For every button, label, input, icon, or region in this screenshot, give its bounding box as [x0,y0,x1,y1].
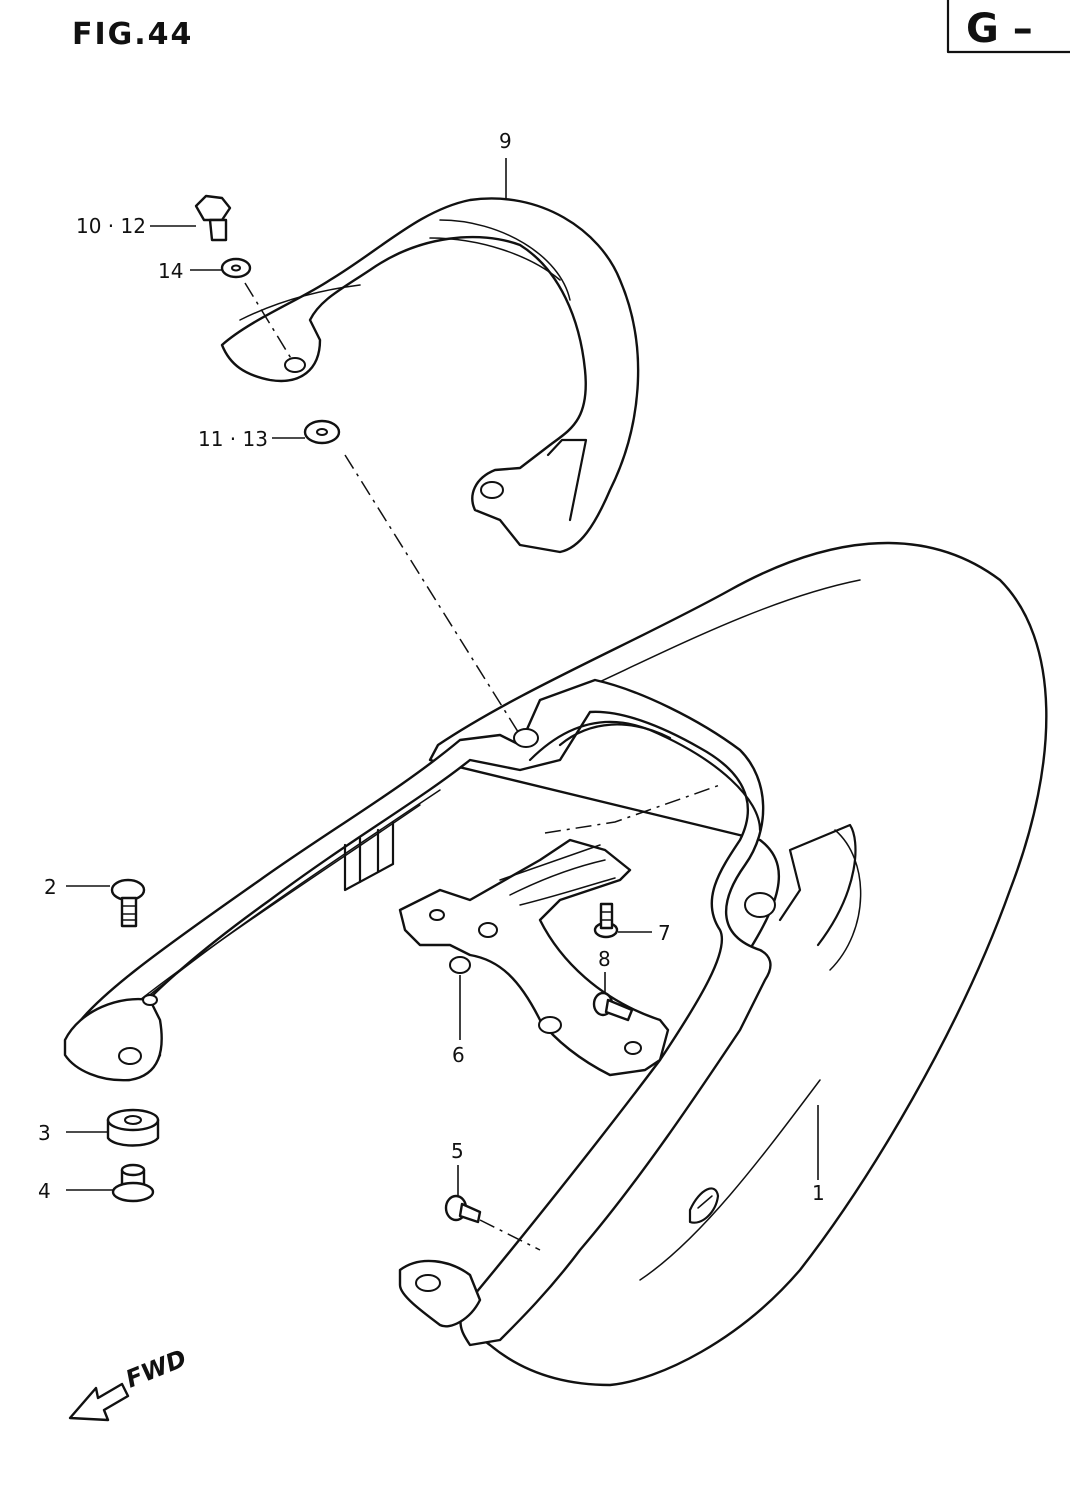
callout-1: 1 [812,1181,825,1205]
callout-6: 6 [452,1043,465,1067]
figure-title: FIG.44 [72,17,193,52]
callout-9: 9 [499,129,512,153]
forward-direction-indicator: FWD [68,1344,191,1422]
forward-arrow-icon [68,1382,130,1422]
callout-7: 7 [658,921,671,945]
part-6-bracket [398,838,670,1077]
section-code: G – [966,6,1033,52]
part-9-grab-rail [220,197,640,554]
assembly-lines [244,282,721,1251]
callout-10-12: 10 · 12 [76,214,146,238]
part-7-screw [593,902,619,939]
part-5-screw [444,1194,482,1224]
callout-8: 8 [598,947,611,971]
part-3-grommet [106,1108,160,1147]
callout-4: 4 [38,1179,51,1203]
callout-14: 14 [158,259,183,283]
callout-2: 2 [44,875,57,899]
forward-label: FWD [122,1344,191,1393]
section-code-box: G – [946,0,1070,54]
callout-5: 5 [451,1139,464,1163]
part-11-13-washer [303,419,341,445]
callout-leaders [66,158,819,1196]
callout-11-13: 11 · 13 [198,427,268,451]
part-14-washer [220,257,252,279]
part-8-screw [592,991,634,1022]
part-4-collar [111,1163,155,1203]
rear-carrier-frame [63,678,776,1347]
callout-3: 3 [38,1121,51,1145]
part-10-12-bolt [194,194,232,242]
part-2-screw [110,878,146,928]
